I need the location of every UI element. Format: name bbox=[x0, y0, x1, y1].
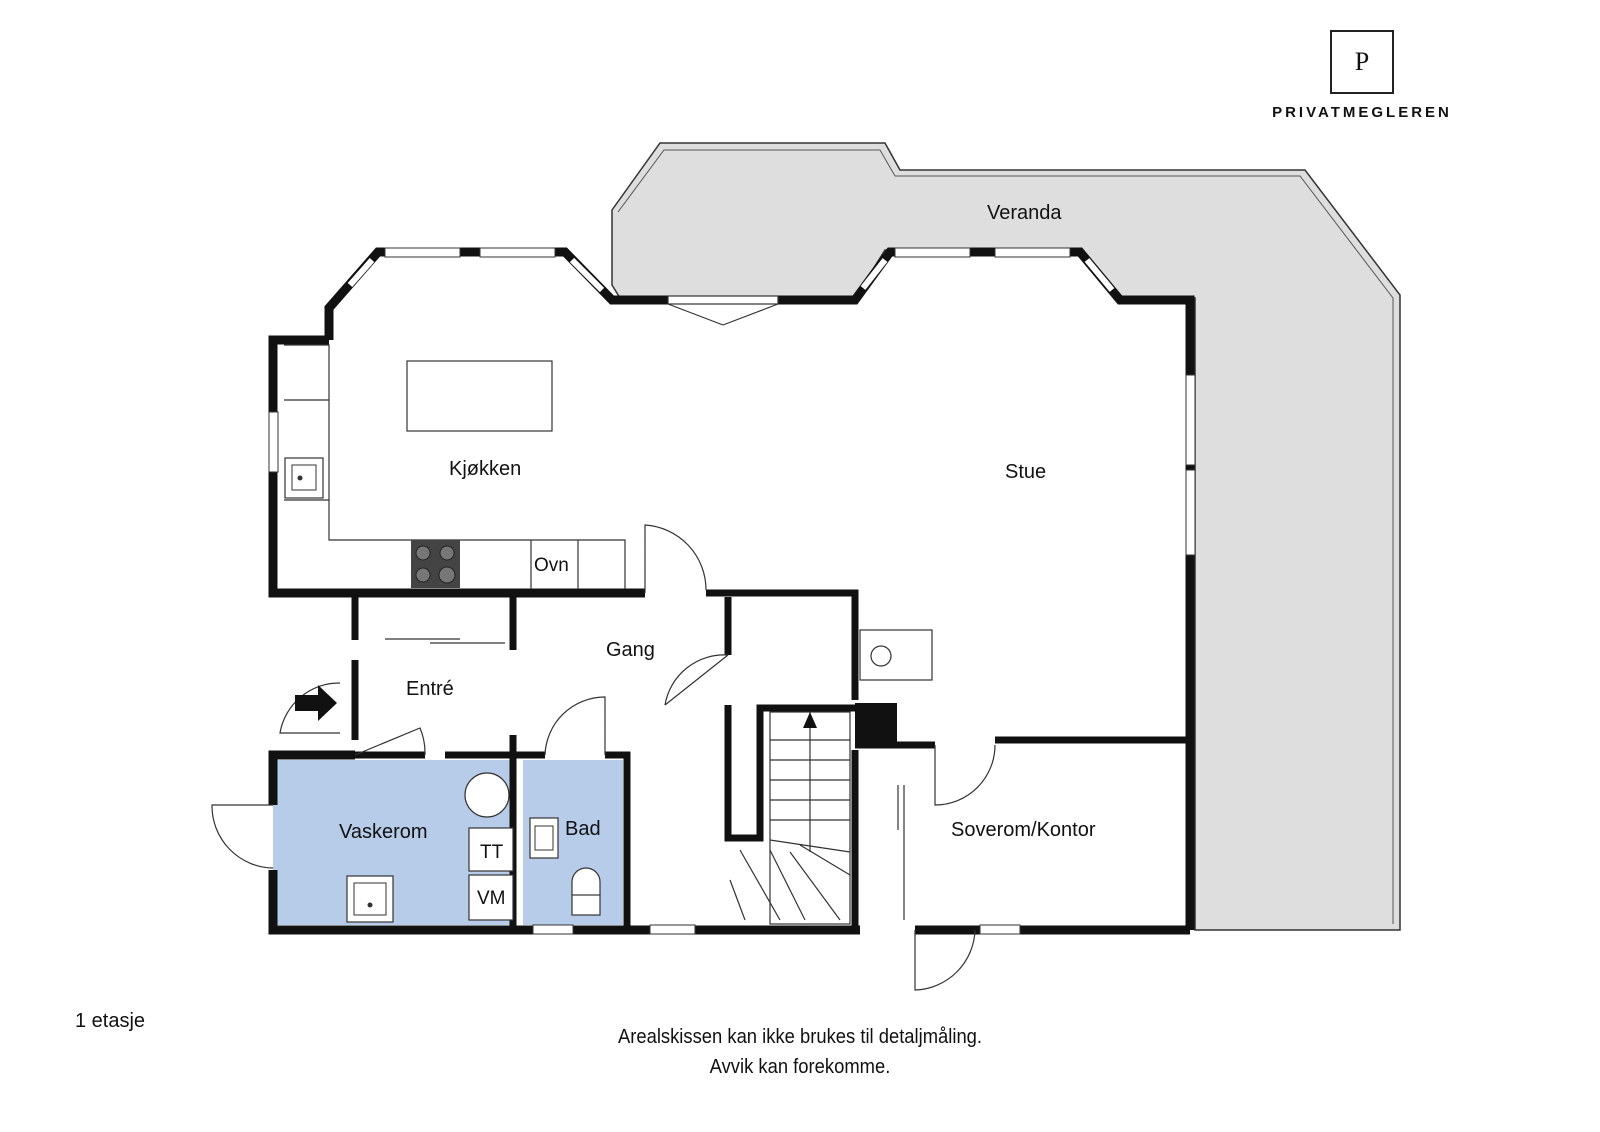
veranda-inner-edge bbox=[617, 149, 1394, 924]
sliding-door bbox=[385, 638, 505, 644]
diagonal-windows bbox=[347, 257, 1115, 293]
label-gang: Gang bbox=[606, 639, 655, 661]
label-bad: Bad bbox=[565, 818, 601, 840]
label-ovn: Ovn bbox=[534, 555, 569, 576]
label-vaskerom: Vaskerom bbox=[339, 821, 428, 843]
door-swings bbox=[211, 524, 996, 991]
label-veranda: Veranda bbox=[987, 202, 1062, 224]
kitchen-island bbox=[406, 360, 553, 432]
disclaimer-line-1: Arealskissen kan ikke brukes til detaljm… bbox=[617, 1026, 983, 1048]
brand-logo: P PRIVATMEGLEREN bbox=[1262, 30, 1462, 121]
label-stue: Stue bbox=[1005, 461, 1046, 483]
label-vm: VM bbox=[477, 888, 506, 909]
appliance-stack bbox=[468, 827, 514, 921]
toilet-icon bbox=[571, 867, 601, 916]
kitchen-counter bbox=[284, 344, 626, 589]
entrance-arrow-icon bbox=[295, 685, 337, 721]
windows bbox=[268, 247, 1196, 935]
label-soverom: Soverom/Kontor bbox=[951, 819, 1096, 841]
fireplace-icon bbox=[859, 629, 933, 681]
veranda-door bbox=[667, 295, 779, 326]
label-tt: TT bbox=[480, 842, 504, 863]
bathroom-sink-icon bbox=[529, 817, 559, 859]
laundry-sink-icon bbox=[346, 875, 394, 923]
disclaimer-line-2: Avvik kan forekomme. bbox=[709, 1056, 891, 1078]
brand-mark: P bbox=[1330, 30, 1394, 94]
floor-label: 1 etasje bbox=[75, 1010, 146, 1032]
staircase bbox=[729, 711, 851, 925]
disclaimer: Arealskissen kan ikke brukes til detaljm… bbox=[579, 1022, 1021, 1082]
kitchen-sink-icon bbox=[284, 457, 324, 499]
label-kjokken: Kjøkken bbox=[449, 458, 521, 480]
cooktop-icon bbox=[411, 540, 460, 588]
brand-mark-letter: P bbox=[1354, 47, 1370, 76]
drain-icon bbox=[464, 772, 510, 818]
stair-arrow-icon bbox=[803, 712, 817, 728]
brand-name: PRIVATMEGLEREN bbox=[1272, 104, 1452, 121]
label-entre: Entré bbox=[406, 678, 454, 700]
chimney-block bbox=[855, 703, 897, 743]
